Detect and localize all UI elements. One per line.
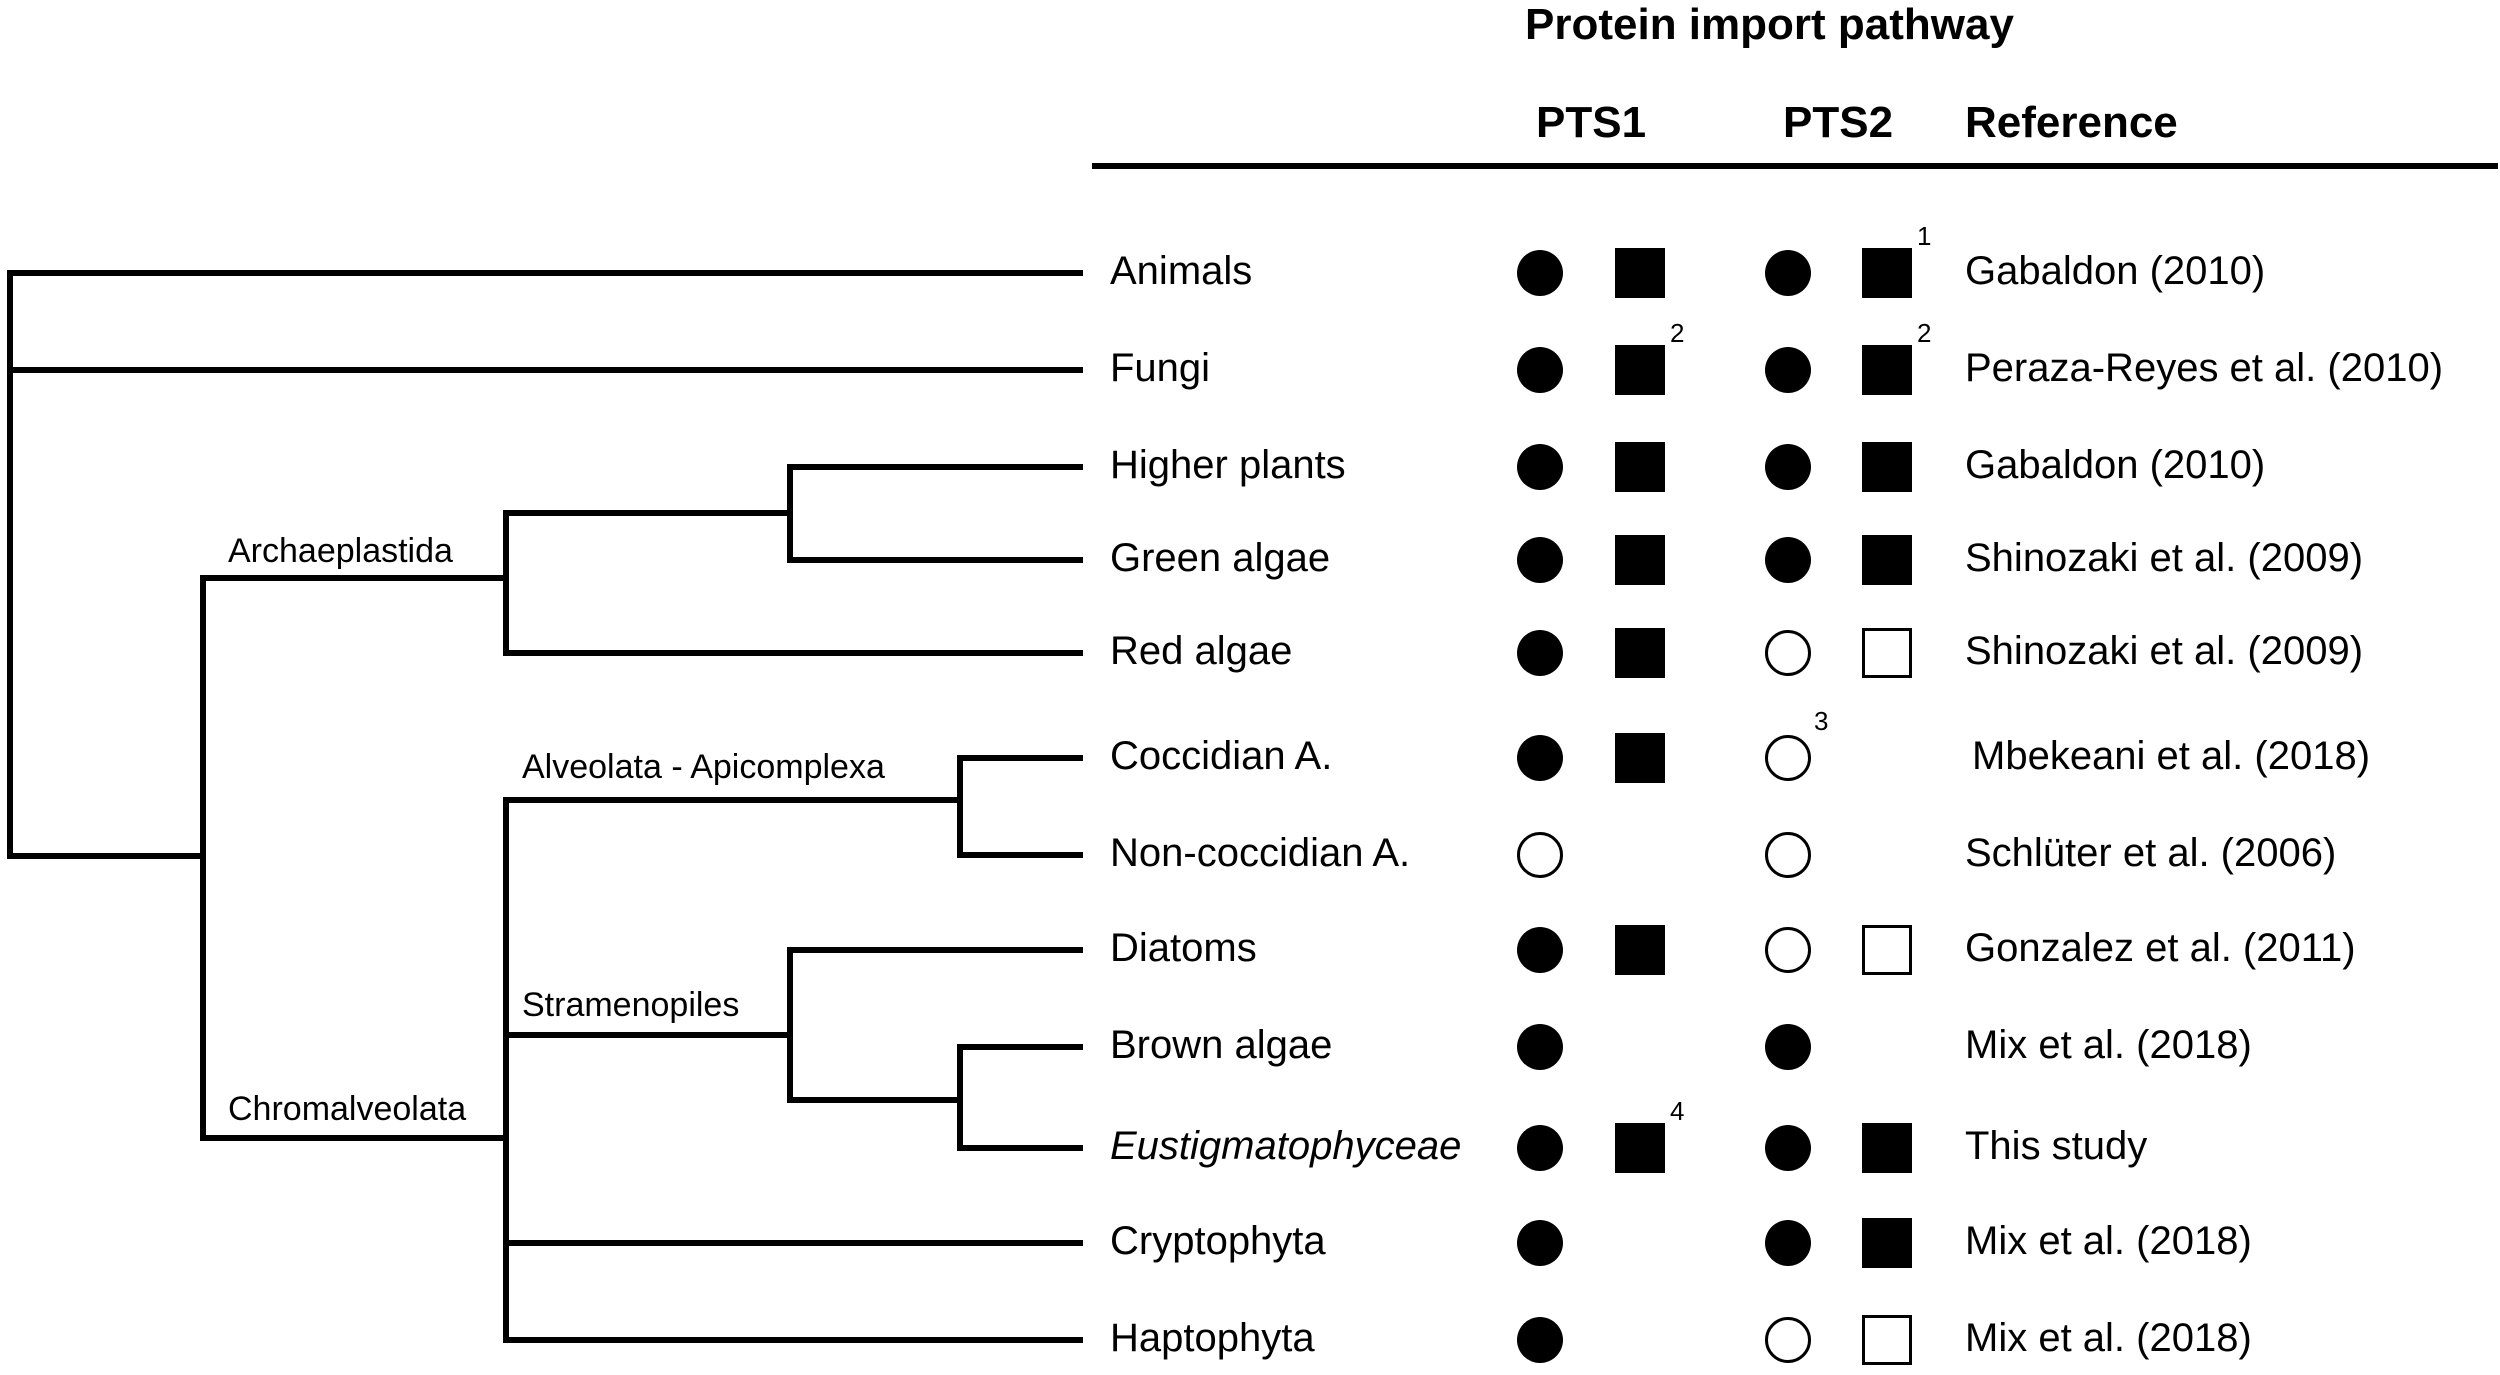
header-reference: Reference: [1965, 98, 2178, 147]
fungi-pts1-square-filled: [1615, 345, 1665, 395]
reference-non-coccidian-a: Schlüter et al. (2006): [1965, 831, 2337, 875]
haptophyta-pts2-square-open: [1862, 1315, 1912, 1365]
red-algae-pts2-square-open: [1862, 628, 1912, 678]
diatoms-pts1-square-filled: [1615, 925, 1665, 975]
green-algae-pts2-circle-filled: [1765, 537, 1811, 583]
reference-animals: Gabaldon (2010): [1965, 249, 2266, 293]
taxon-haptophyta: Haptophyta: [1110, 1316, 1315, 1360]
taxon-non-coccidian-a: Non-coccidian A.: [1110, 831, 1411, 875]
cryptophyta-pts2-circle-filled: [1765, 1220, 1811, 1266]
taxon-fungi: Fungi: [1110, 346, 1211, 390]
animals-pts1-square-filled: [1615, 248, 1665, 298]
coccidian-a-pts1-square-filled: [1615, 733, 1665, 783]
footnote-animals-footnote-pts2: 1: [1917, 221, 1932, 251]
taxon-cryptophyta: Cryptophyta: [1110, 1219, 1326, 1263]
green-algae-pts1-circle-filled: [1517, 537, 1563, 583]
diatoms-pts2-circle-open: [1765, 927, 1811, 973]
haptophyta-pts2-circle-open: [1765, 1317, 1811, 1363]
reference-coccidian-a: Mbekeani et al. (2018): [1972, 734, 2371, 778]
green-algae-pts1-square-filled: [1615, 535, 1665, 585]
higher-plants-pts1-circle-filled: [1517, 444, 1563, 490]
eustigmatophyceae-pts2-circle-filled: [1765, 1125, 1811, 1171]
red-algae-pts1-square-filled: [1615, 628, 1665, 678]
non-coccidian-a-pts2-circle-open: [1765, 832, 1811, 878]
cryptophyta-pts1-circle-filled: [1517, 1220, 1563, 1266]
taxon-green-algae: Green algae: [1110, 536, 1331, 580]
coccidian-a-pts2-circle-open: [1765, 735, 1811, 781]
taxon-diatoms: Diatoms: [1110, 926, 1257, 970]
taxon-eustigmatophyceae: Eustigmatophyceae: [1110, 1124, 1462, 1168]
footnote-fungi-footnote-pts1: 2: [1670, 318, 1685, 348]
reference-higher-plants: Gabaldon (2010): [1965, 443, 2266, 487]
animals-pts2-circle-filled: [1765, 250, 1811, 296]
clade-label-chromalveolata: Chromalveolata: [228, 1090, 467, 1128]
reference-fungi: Peraza-Reyes et al. (2010): [1965, 346, 2444, 390]
header-pts1: PTS1: [1536, 98, 1647, 147]
reference-green-algae: Shinozaki et al. (2009): [1965, 536, 2364, 580]
non-coccidian-a-pts1-circle-open: [1517, 832, 1563, 878]
reference-red-algae: Shinozaki et al. (2009): [1965, 629, 2364, 673]
header-pts2: PTS2: [1783, 98, 1894, 147]
header-title: Protein import pathway: [1525, 0, 2014, 49]
taxon-higher-plants: Higher plants: [1110, 443, 1346, 487]
reference-haptophyta: Mix et al. (2018): [1965, 1316, 2252, 1360]
brown-algae-pts2-circle-filled: [1765, 1024, 1811, 1070]
higher-plants-pts2-square-filled: [1862, 442, 1912, 492]
reference-cryptophyta: Mix et al. (2018): [1965, 1219, 2252, 1263]
fungi-pts1-circle-filled: [1517, 347, 1563, 393]
eustigmatophyceae-pts1-circle-filled: [1517, 1125, 1563, 1171]
taxon-red-algae: Red algae: [1110, 629, 1293, 673]
footnote-fungi-footnote-pts2: 2: [1917, 318, 1932, 348]
red-algae-pts2-circle-open: [1765, 630, 1811, 676]
diatoms-pts2-square-open: [1862, 925, 1912, 975]
animals-pts2-square-filled: [1862, 248, 1912, 298]
animals-pts1-circle-filled: [1517, 250, 1563, 296]
reference-eustigmatophyceae: This study: [1965, 1124, 2148, 1168]
brown-algae-pts1-circle-filled: [1517, 1024, 1563, 1070]
clade-label-alveolata: Alveolata - Apicomplexa: [522, 748, 885, 786]
cryptophyta-pts2-square-filled: [1862, 1218, 1912, 1268]
haptophyta-pts1-circle-filled: [1517, 1317, 1563, 1363]
eustigmatophyceae-pts1-square-filled: [1615, 1123, 1665, 1173]
taxon-coccidian-a: Coccidian A.: [1110, 734, 1333, 778]
coccidian-a-pts1-circle-filled: [1517, 735, 1563, 781]
footnote-eustigmatophyceae-footnote-pts1: 4: [1670, 1096, 1685, 1126]
reference-diatoms: Gonzalez et al. (2011): [1965, 926, 2356, 970]
reference-brown-algae: Mix et al. (2018): [1965, 1023, 2252, 1067]
diatoms-pts1-circle-filled: [1517, 927, 1563, 973]
taxon-brown-algae: Brown algae: [1110, 1023, 1333, 1067]
taxon-animals: Animals: [1110, 249, 1253, 293]
fungi-pts2-circle-filled: [1765, 347, 1811, 393]
eustigmatophyceae-pts2-square-filled: [1862, 1123, 1912, 1173]
higher-plants-pts2-circle-filled: [1765, 444, 1811, 490]
higher-plants-pts1-square-filled: [1615, 442, 1665, 492]
footnote-coccidian-a-footnote-pts2-circle: 3: [1814, 706, 1829, 736]
clade-label-stramenopiles: Stramenopiles: [522, 986, 740, 1024]
clade-label-archaeplastida: Archaeplastida: [228, 532, 453, 570]
red-algae-pts1-circle-filled: [1517, 630, 1563, 676]
green-algae-pts2-square-filled: [1862, 535, 1912, 585]
fungi-pts2-square-filled: [1862, 345, 1912, 395]
